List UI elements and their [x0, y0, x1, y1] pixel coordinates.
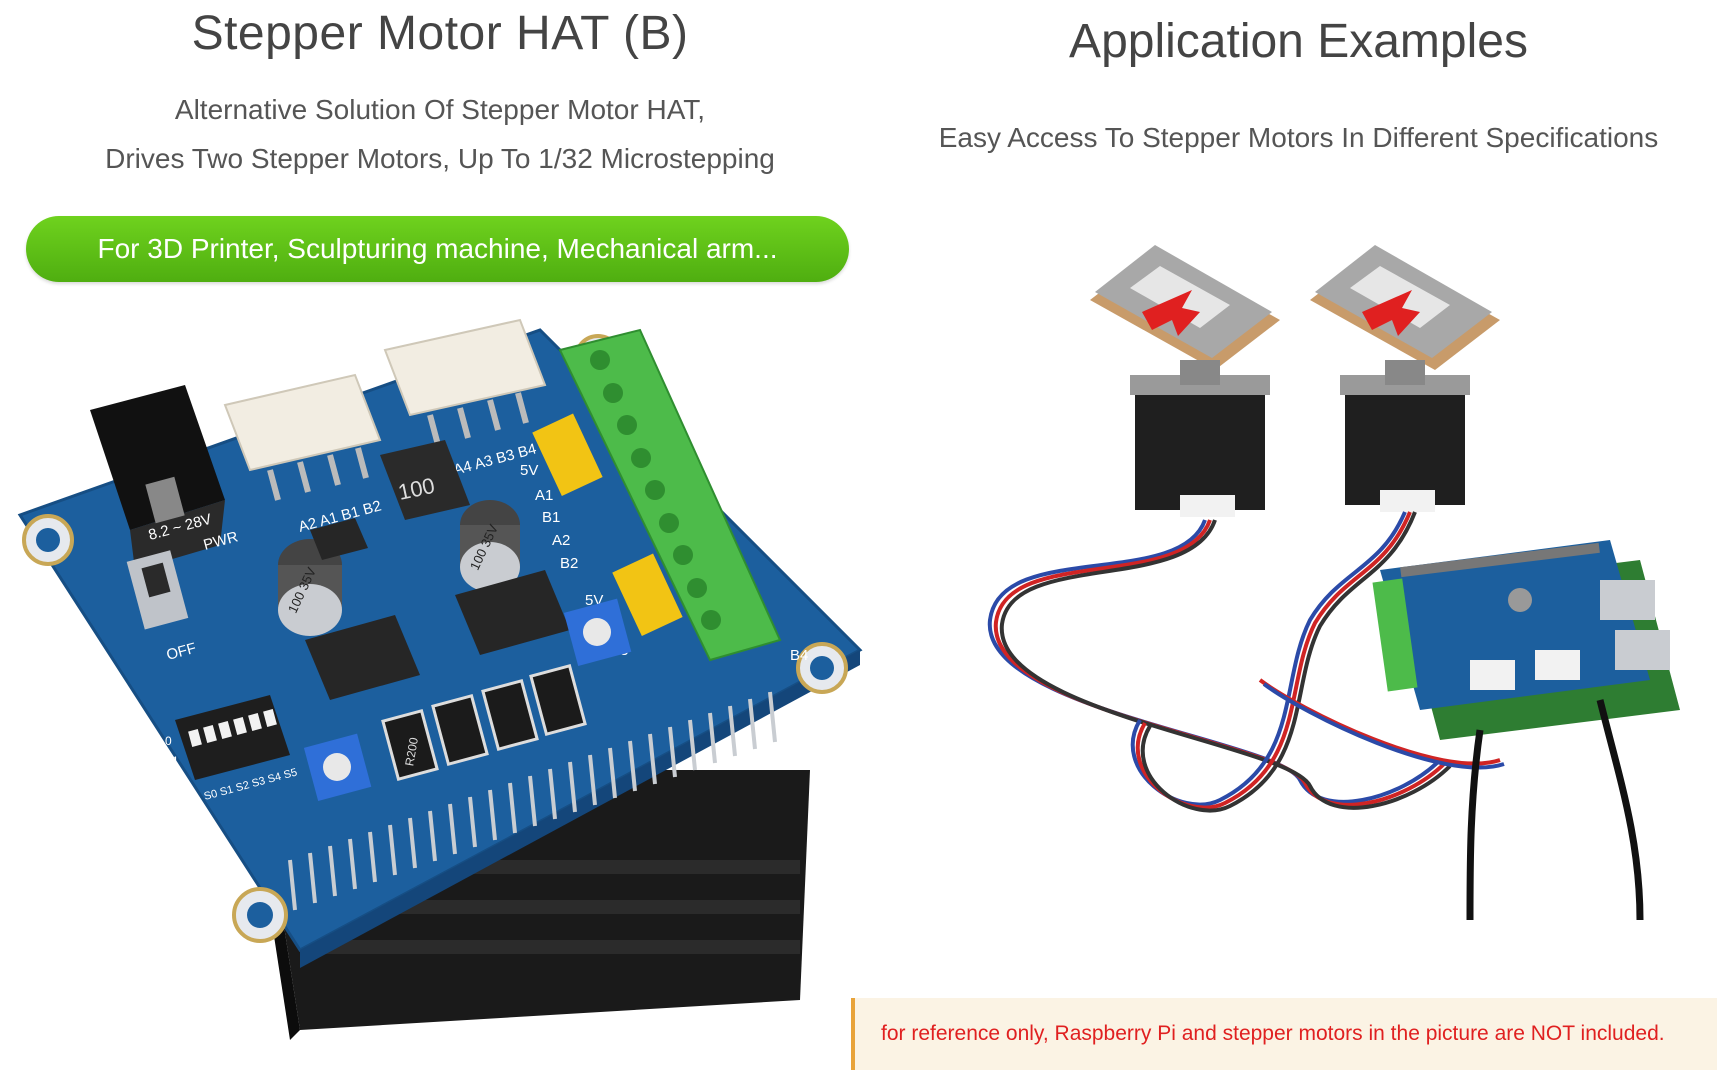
terminal-block: [558, 328, 782, 662]
product-panel: Stepper Motor HAT (B) Alternative Soluti…: [17, 7, 863, 1040]
dip-label-1: 1: [172, 754, 179, 768]
power-switch: [126, 550, 189, 630]
reference-note: for reference only, Raspberry Pi and ste…: [851, 998, 1717, 1070]
application-example-image: [987, 245, 1680, 921]
application-pill: For 3D Printer, Sculpturing machine, Mec…: [26, 216, 849, 282]
power-cables: [1466, 699, 1644, 921]
motor-connector-b: [383, 318, 547, 446]
raspberry-pi-with-hat: [1372, 540, 1680, 740]
resistor-label: R200: [402, 736, 421, 767]
motor-cables: [987, 511, 1505, 813]
gpio-pins: [288, 691, 777, 911]
driver-chip-1: [305, 615, 420, 700]
application-title: Application Examples: [1069, 15, 1528, 68]
application-subtitle: Easy Access To Stepper Motors In Differe…: [938, 122, 1659, 153]
driver-chip-2: [455, 570, 570, 655]
stepper-motor-1: [1090, 245, 1280, 517]
product-subtitle-line2: Drives Two Stepper Motors, Up To 1/32 Mi…: [105, 143, 775, 174]
dc-power-jack: [90, 385, 225, 570]
stepper-motor-2: [1310, 245, 1500, 512]
pin-5v-label-a: 5V: [520, 462, 538, 479]
motor-connector-a: [223, 373, 382, 501]
pin-b2-label: B2: [560, 555, 578, 572]
pin-a2-label: A2: [552, 532, 570, 549]
dip-label-0: 0: [165, 734, 172, 748]
small-chip: [310, 518, 368, 560]
pin-a1-label: A1: [535, 487, 553, 504]
pin-b1-label: B1: [542, 509, 560, 526]
pin-b4-label: B4: [790, 647, 808, 664]
potentiometer-1: [303, 733, 372, 802]
product-title: Stepper Motor HAT (B): [191, 7, 689, 60]
potentiometer-2: [563, 598, 632, 667]
stepper-hat-board-image: A2 A1 B1 B2 A4 A3 B3 B4 5V A1 B1 A2 B2 5…: [17, 318, 863, 1040]
jumper-pins: [532, 413, 683, 637]
capacitor-2: [460, 500, 520, 592]
inductor: 100: [380, 440, 470, 520]
current-sense-resistors: [381, 664, 587, 781]
product-subtitle-line1: Alternative Solution Of Stepper Motor HA…: [174, 94, 706, 125]
dip-switch: [175, 695, 290, 780]
application-panel: Application Examples Easy Access To Step…: [880, 0, 1717, 1080]
